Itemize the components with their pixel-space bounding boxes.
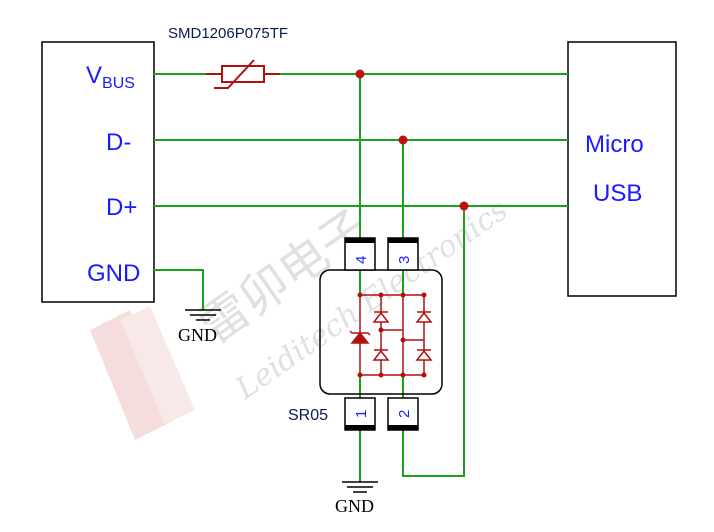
tvs-pin-1: 1: [344, 397, 376, 431]
tvs-pin-4: 4: [344, 237, 376, 271]
micro-usb-label-line2: USB: [593, 180, 642, 207]
wire-gnd-left: [154, 269, 204, 310]
pin-label-gnd: GND: [87, 260, 140, 287]
pin-label-dplus: D+: [106, 194, 137, 221]
left-connector-box: [41, 41, 155, 303]
micro-usb-label-line1: Micro: [585, 131, 644, 158]
tvs-pin-3-label: 3: [396, 256, 413, 264]
ground-label-bottom: GND: [335, 496, 374, 516]
wire-pin2-to-dplus: [402, 206, 465, 477]
micro-usb-box: [567, 41, 677, 297]
ground-symbol-left: [185, 309, 221, 321]
tvs-pin-1-label: 1: [353, 410, 370, 418]
tvs-pin-4-label: 4: [353, 256, 370, 264]
tvs-internal-network: [359, 294, 425, 376]
junction-dplus: [459, 201, 469, 211]
ground-label-left: GND: [178, 325, 217, 345]
junction-vbus: [355, 69, 365, 79]
pin-label-dminus: D-: [106, 129, 131, 156]
fuse-symbol: [206, 59, 280, 89]
steering-diode-icons: [372, 311, 433, 361]
tvs-package: 4 3 1 2: [319, 237, 443, 431]
ground-symbol-bottom: [342, 481, 378, 493]
junctions: [355, 69, 469, 211]
junction-dminus: [398, 135, 408, 145]
tvs-pin-2: 2: [387, 397, 419, 431]
wires: [154, 73, 568, 482]
tvs-part-label: SR05: [288, 407, 328, 424]
internal-junctions: [357, 292, 427, 378]
watermark-logo: [90, 306, 195, 440]
diode-icon-1: [372, 311, 390, 323]
diode-icon-3: [415, 311, 433, 323]
fuse-part-label: SMD1206P075TF: [168, 25, 288, 42]
tvs-body: [319, 269, 443, 395]
diode-icon-4: [415, 349, 433, 361]
diode-icon-2: [372, 349, 390, 361]
tvs-pin-3: 3: [387, 237, 419, 271]
zener-diode-icon: [349, 330, 371, 344]
tvs-pin-2-label: 2: [396, 410, 413, 418]
pin-label-vbus: VBUS: [86, 62, 135, 92]
